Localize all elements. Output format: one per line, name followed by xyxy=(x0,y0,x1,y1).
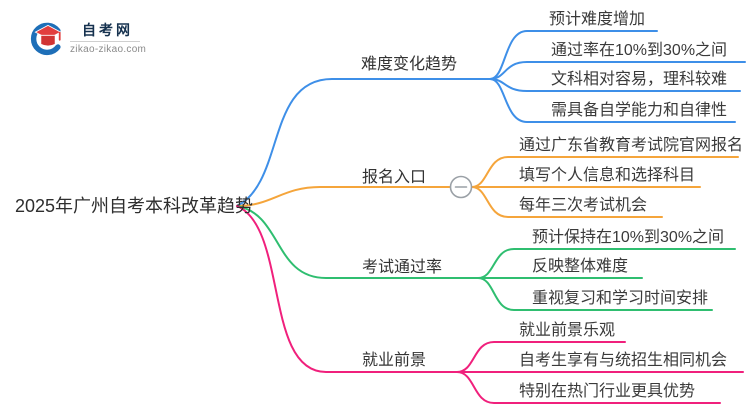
leaf-node[interactable]: 反映整体难度 xyxy=(532,258,629,275)
branch-label-passrate[interactable]: 考试通过率 xyxy=(362,259,443,276)
leaf-node[interactable]: 通过广东省教育考试院官网报名 xyxy=(519,137,744,154)
branch-label-registration[interactable]: 报名入口 xyxy=(362,169,427,186)
branch-lines-difficulty xyxy=(236,30,746,207)
leaf-node[interactable]: 就业前景乐观 xyxy=(519,322,616,339)
logo-divider xyxy=(70,41,140,42)
branch-lines-registration xyxy=(236,156,739,218)
leaf-node[interactable]: 预计保持在10%到30%之间 xyxy=(532,229,725,246)
site-logo: 自考网 zikao-zikao.com xyxy=(30,16,150,62)
branch-label-difficulty[interactable]: 难度变化趋势 xyxy=(361,56,458,73)
site-name: 自考网 xyxy=(82,22,133,38)
leaf-node[interactable]: 需具备自学能力和自律性 xyxy=(551,102,728,119)
leaf-node[interactable]: 填写个人信息和选择科目 xyxy=(519,167,696,184)
site-url: zikao-zikao.com xyxy=(70,44,147,55)
leaf-node[interactable]: 预计难度增加 xyxy=(549,11,646,28)
leaf-node[interactable]: 重视复习和学习时间安排 xyxy=(532,290,709,307)
leaf-node[interactable]: 特别在热门行业更具优势 xyxy=(519,383,696,400)
branch-lines-employment xyxy=(236,205,744,404)
collapse-button[interactable] xyxy=(449,175,473,199)
leaf-node[interactable]: 自考生享有与统招生相同机会 xyxy=(519,352,728,369)
leaf-node[interactable]: 每年三次考试机会 xyxy=(519,197,648,214)
root-node[interactable]: 2025年广州自考本科改革趋势 xyxy=(15,196,254,216)
leaf-node[interactable]: 通过率在10%到30%之间 xyxy=(551,42,728,59)
graduation-cap-icon xyxy=(30,22,62,56)
leaf-node[interactable]: 文科相对容易，理科较难 xyxy=(551,71,728,88)
branch-label-employment[interactable]: 就业前景 xyxy=(362,352,427,369)
branch-lines-passrate xyxy=(236,205,736,311)
